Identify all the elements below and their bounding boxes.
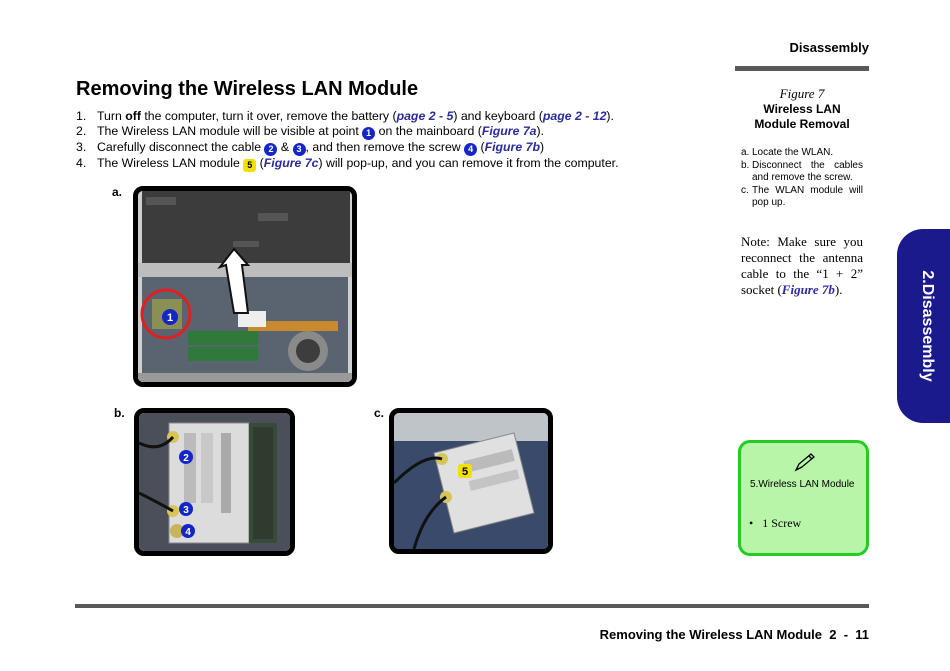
figure-c-photo: 5: [389, 408, 553, 554]
callout-badge: 1: [362, 127, 376, 140]
callout-number: 2: [183, 453, 189, 464]
highlight-circle: [140, 288, 192, 340]
figure-link[interactable]: Figure 7b: [484, 140, 540, 154]
figure-caption: Figure 7 Wireless LAN Module Removal: [735, 86, 869, 132]
callout-number: 5: [462, 466, 468, 478]
step-text: Carefully disconnect the cable 2 & 3, an…: [97, 140, 545, 156]
step-text: The Wireless LAN module 5 (Figure 7c) wi…: [97, 156, 619, 172]
figure-link[interactable]: Figure 7a: [481, 124, 537, 138]
procedure-steps: 1. Turn off the computer, turn it over, …: [76, 109, 726, 172]
parts-box-item: • 1 Screw: [749, 516, 802, 530]
step-2: 2. The Wireless LAN module will be visib…: [76, 124, 726, 140]
subitem-b: b.Disconnect the cables and remove the s…: [741, 159, 863, 184]
page-title: Removing the Wireless LAN Module: [76, 78, 419, 100]
parts-box: 5.Wireless LAN Module • 1 Screw: [738, 440, 869, 556]
footer-rule: [75, 604, 869, 608]
figure-title-line1: Wireless LAN: [763, 102, 841, 116]
callout-badge: 3: [292, 143, 306, 156]
header-section-title: Disassembly: [789, 40, 870, 55]
figure-subitems: a.Locate the WLAN. b.Disconnect the cabl…: [741, 147, 863, 210]
figure-b-photo: 2 3 4: [134, 408, 295, 556]
subitem-a: a.Locate the WLAN.: [741, 147, 834, 158]
callout-badge: 2: [264, 143, 278, 156]
step-number: 3.: [76, 140, 87, 154]
figure-number: Figure 7: [779, 86, 825, 101]
step-number: 4.: [76, 156, 87, 170]
note-text: Note: Make sure you reconnect the antenn…: [741, 234, 863, 297]
chapter-tab[interactable]: 2.Disassembly: [897, 229, 950, 423]
figure-c-label: c.: [374, 406, 385, 420]
step-number: 1.: [76, 109, 87, 123]
page-link[interactable]: page 2 - 12: [542, 109, 607, 123]
header-rule: [735, 66, 869, 71]
chapter-tab-label: 2.Disassembly: [919, 270, 936, 382]
callout-badge: 5: [243, 159, 257, 172]
step-text: The Wireless LAN module will be visible …: [97, 124, 545, 140]
figure-link[interactable]: Figure 7b: [781, 282, 835, 297]
callout-badge: 4: [464, 143, 478, 156]
subitem-c: c.The WLAN module will pop up.: [741, 184, 863, 209]
figure-a-photo: 1: [133, 186, 357, 387]
figure-a-label: a.: [112, 185, 123, 199]
footer-text: Removing the Wireless LAN Module 2 - 11: [599, 627, 869, 642]
page-link[interactable]: page 2 - 5: [396, 109, 454, 123]
figure-b-label: b.: [114, 406, 125, 420]
callout-number: 4: [185, 527, 191, 538]
step-number: 2.: [76, 124, 87, 138]
parts-box-title: 5.Wireless LAN Module: [750, 479, 855, 490]
figure-title-line2: Module Removal: [754, 117, 850, 131]
step-1: 1. Turn off the computer, turn it over, …: [76, 109, 726, 124]
step-4: 4. The Wireless LAN module 5 (Figure 7c)…: [76, 156, 726, 172]
callout-number: 3: [183, 505, 189, 516]
pencil-icon: [794, 453, 815, 472]
callout-number: 1: [167, 312, 173, 324]
step-3: 3. Carefully disconnect the cable 2 & 3,…: [76, 140, 726, 156]
figure-link[interactable]: Figure 7c: [263, 156, 319, 170]
step-text: Turn off the computer, turn it over, rem…: [97, 109, 614, 123]
